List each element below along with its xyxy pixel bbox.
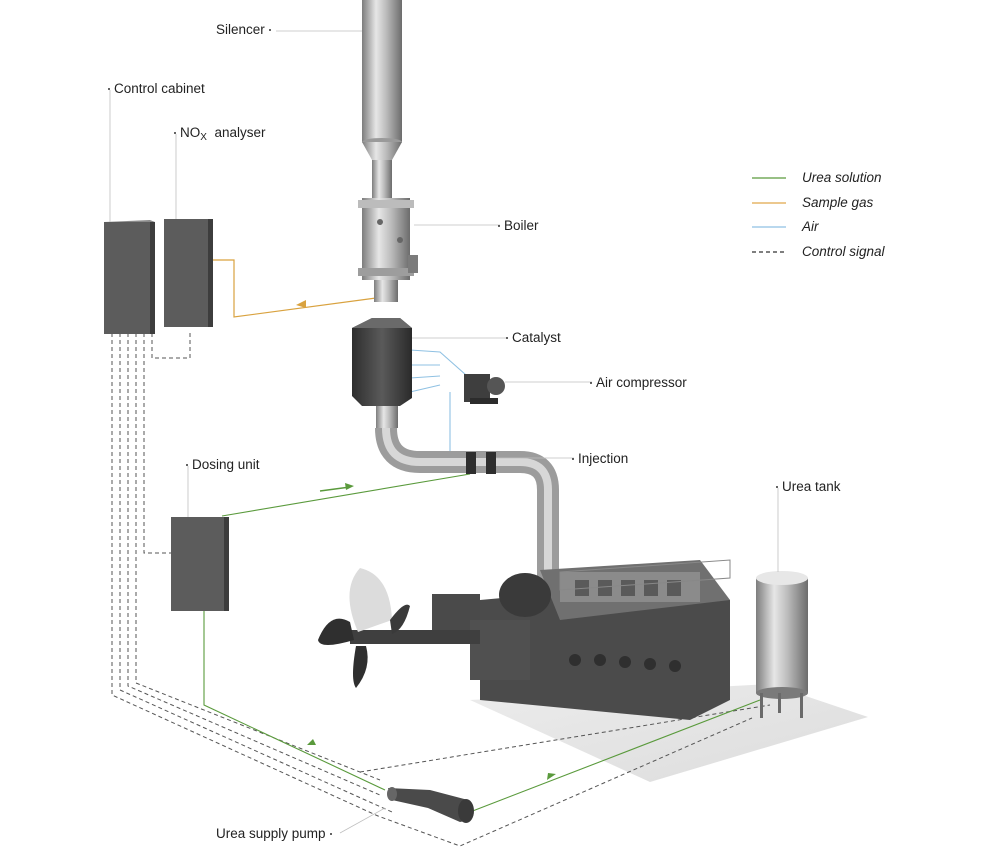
- urea-supply-pump-label: Urea supply pump: [216, 826, 336, 842]
- propeller: [318, 568, 410, 688]
- dosing-unit: [171, 517, 229, 611]
- gearbox-shaft: [350, 594, 530, 680]
- silencer: [362, 0, 402, 200]
- urea-solution-lines: [203, 473, 761, 813]
- catalyst: [352, 318, 412, 428]
- engine: [480, 559, 731, 720]
- air-compressor-label: Air compressor: [586, 375, 687, 391]
- air-compressor: [464, 374, 505, 404]
- dosing-unit-label-dot: [186, 464, 188, 467]
- exhaust-pipe: [375, 427, 559, 580]
- silencer-label-text: Silencer: [216, 22, 265, 37]
- label-leaders: [109, 30, 779, 834]
- legend-item-control-signal: Control signal: [802, 244, 885, 259]
- boiler-label: Boiler: [494, 218, 539, 234]
- boiler-label-dot: [498, 225, 500, 228]
- catalyst-label: Catalyst: [502, 330, 561, 346]
- dosing-unit-label: Dosing unit: [182, 457, 260, 473]
- legend-item-air: Air: [802, 219, 819, 234]
- nox-analyser-label-dot: [174, 132, 176, 135]
- dosing-unit-label-text: Dosing unit: [192, 457, 260, 472]
- control-cabinet: [104, 220, 155, 334]
- urea-supply-pump: [387, 787, 474, 823]
- air-compressor-label-text: Air compressor: [596, 375, 687, 390]
- urea-tank-label-text: Urea tank: [782, 479, 841, 494]
- injection-label-text: Injection: [578, 451, 629, 466]
- nox-analyser-label-rest: analyser: [214, 125, 266, 140]
- urea-supply-pump-label-dot: [329, 833, 332, 836]
- legend-item-sample-gas: Sample gas: [802, 195, 874, 210]
- control-cabinet-label-dot: [108, 88, 110, 91]
- injection-label: Injection: [568, 451, 628, 467]
- control-cabinet-label: Control cabinet: [104, 81, 205, 97]
- sample-gas-line: [213, 259, 377, 318]
- nox-analyser: [164, 219, 213, 327]
- legend-item-urea-solution: Urea solution: [802, 170, 882, 185]
- boiler-label-text: Boiler: [504, 218, 539, 233]
- urea-tank: [756, 571, 808, 718]
- urea-tank-label: Urea tank: [772, 479, 841, 495]
- urea-tank-label-dot: [776, 486, 778, 489]
- injection-label-dot: [572, 458, 574, 461]
- air-compressor-label-dot: [590, 382, 592, 385]
- control-signal-lines: [111, 330, 771, 847]
- catalyst-label-text: Catalyst: [512, 330, 561, 345]
- nox-analyser-label-main: NO: [180, 125, 201, 140]
- legend-swatches: [752, 177, 786, 253]
- catalyst-label-dot: [506, 337, 508, 340]
- nox-analyser-label: NOX analyser: [170, 125, 265, 146]
- urea-supply-pump-label-text: Urea supply pump: [216, 826, 326, 841]
- silencer-label-dot: [268, 29, 271, 32]
- nox-analyser-label-sub: X: [200, 132, 207, 143]
- silencer-label: Silencer: [216, 22, 275, 38]
- control-cabinet-label-text: Control cabinet: [114, 81, 205, 96]
- boiler: [358, 198, 418, 302]
